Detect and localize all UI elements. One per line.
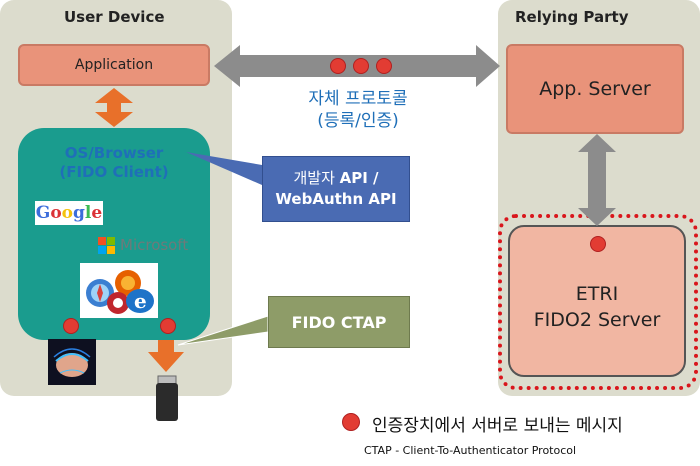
developer-api-callout: 개발자 API / WebAuthn API [262,156,410,222]
legend-dot [342,413,360,431]
fido-client-label: (FIDO Client) [59,163,169,181]
usb-key-icon [156,375,178,421]
application-label: Application [74,57,154,73]
user-device-title: User Device [64,8,165,26]
webauthn-api-label: WebAuthn API [275,190,397,208]
svg-text:e: e [134,289,147,313]
server-double-arrow [578,134,616,226]
microsoft-logo: Microsoft [98,236,198,256]
os-browser-label: OS/Browser [64,144,164,162]
developer-api-prefix: 개발자 [293,169,340,187]
app-os-double-arrow [95,88,133,127]
app-server-label: App. Server [539,78,651,100]
fido2-server-label: FIDO2 Server [533,309,661,331]
relying-party-title: Relying Party [515,8,629,26]
app-server-box: App. Server [506,44,684,134]
developer-api-suffix: API / [339,169,379,187]
protocol-label-line2: (등록/인증) [317,111,399,131]
message-dot-os-left [63,318,79,334]
message-dot-3 [376,58,392,74]
legend-dot-text: 인증장치에서 서버로 보내는 메시지 [372,416,623,436]
os-browser-box: OS/Browser (FIDO Client) [18,128,210,340]
api-callout-pointer [186,152,262,185]
etri-label: ETRI [575,283,619,305]
message-dot-1 [330,58,346,74]
message-dot-etri [590,236,606,252]
fido-ctap-callout: FIDO CTAP [268,296,410,348]
application-box: Application [18,44,210,86]
usb-down-arrow [148,340,184,372]
microsoft-wordmark: Microsoft [120,236,189,254]
message-dot-os-right [160,318,176,334]
google-logo: Google [35,201,103,225]
message-dot-2 [353,58,369,74]
fido-ctap-label: FIDO CTAP [291,312,387,332]
protocol-label: 자체 프로토콜 (등록/인증) [290,88,426,132]
protocol-label-line1: 자체 프로토콜 [308,89,408,109]
ctap-callout-pointer [177,315,269,346]
browser-logos: e [80,263,158,318]
fingerprint-image [48,339,96,385]
ctap-footnote: CTAP - Client-To-Authenticator Protocol [364,444,577,457]
